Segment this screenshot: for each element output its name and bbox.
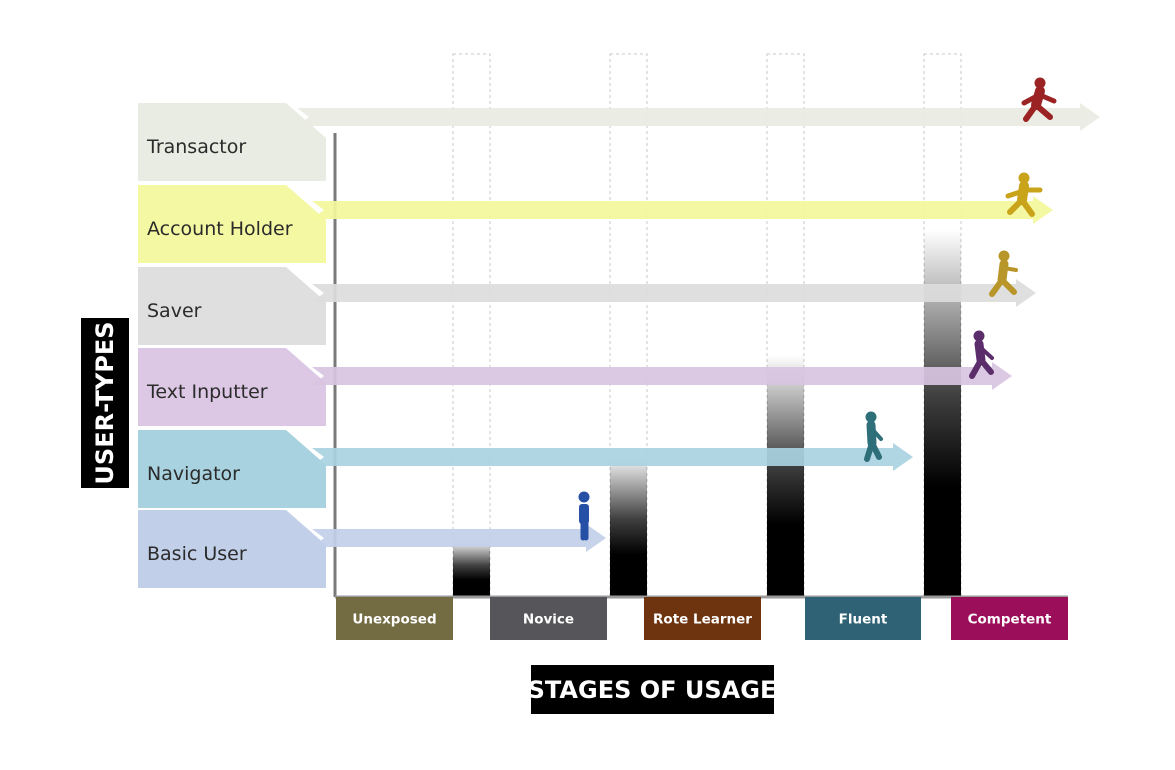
stage-box: Competent bbox=[951, 597, 1068, 640]
progress-arrow bbox=[297, 103, 1100, 131]
stage-label: Unexposed bbox=[352, 612, 436, 628]
stage-column-outline bbox=[452, 53, 491, 598]
user-type-tab-shape bbox=[138, 430, 326, 508]
progress-arrow bbox=[312, 279, 1036, 307]
stage-label: Competent bbox=[968, 612, 1052, 628]
progress-arrow bbox=[312, 443, 913, 471]
user-type-tab: Navigator bbox=[138, 430, 326, 508]
stage-column-outline bbox=[609, 53, 648, 598]
user-type-tab: Basic User bbox=[138, 510, 326, 588]
x-axis-title-box: STAGES OF USAGE bbox=[528, 665, 777, 714]
jogging-figure-icon bbox=[1005, 172, 1043, 217]
user-type-tab-shape bbox=[138, 185, 326, 263]
stage-column-outline bbox=[766, 53, 805, 598]
striding-figure-icon bbox=[989, 250, 1018, 297]
stage-box: Unexposed bbox=[336, 597, 453, 640]
stage-label: Fluent bbox=[839, 612, 888, 628]
stage-box-fill bbox=[336, 597, 453, 640]
progress-arrow bbox=[312, 362, 1012, 390]
stage-step-bar bbox=[453, 540, 490, 597]
x-axis-title: STAGES OF USAGE bbox=[528, 676, 777, 704]
user-type-label: Navigator bbox=[147, 463, 240, 485]
y-axis-title-box: USER-TYPES bbox=[81, 318, 129, 488]
stage-box: Fluent bbox=[805, 597, 921, 640]
stage-box: Novice bbox=[490, 597, 607, 640]
user-type-tab-shape bbox=[138, 510, 326, 588]
stage-box-fill bbox=[644, 597, 761, 640]
stage-box-fill bbox=[490, 597, 607, 640]
user-type-tab: Account Holder bbox=[138, 185, 326, 263]
user-type-tab: Saver bbox=[138, 267, 326, 345]
stage-label: Rote Learner bbox=[653, 612, 752, 628]
stage-box-fill bbox=[805, 597, 921, 640]
user-type-label: Saver bbox=[147, 300, 202, 322]
progress-arrows bbox=[297, 103, 1100, 552]
user-type-tab: Transactor bbox=[138, 103, 326, 181]
user-type-label: Basic User bbox=[147, 543, 247, 565]
user-type-tab: Text Inputter bbox=[138, 348, 326, 426]
walking-fast-figure-icon bbox=[969, 330, 994, 379]
stage-step-bar bbox=[610, 455, 647, 597]
stage-boxes: Unexposed Novice Rote Learner Fluent Compete… bbox=[336, 597, 1068, 640]
running-figure-icon bbox=[1021, 77, 1057, 122]
stage-box-fill bbox=[951, 597, 1068, 640]
stage-label: Novice bbox=[523, 612, 574, 628]
user-type-label: Text Inputter bbox=[146, 381, 268, 403]
walking-figure-icon bbox=[864, 411, 883, 462]
stage-columns bbox=[452, 53, 962, 598]
user-type-label: Account Holder bbox=[147, 218, 293, 240]
user-type-tab-shape bbox=[138, 348, 326, 426]
user-type-tab-shape bbox=[138, 103, 326, 181]
standing-figure-icon bbox=[578, 491, 590, 541]
progress-arrow bbox=[312, 524, 606, 552]
y-axis-title: USER-TYPES bbox=[91, 321, 119, 484]
user-type-label: Transactor bbox=[146, 136, 246, 158]
progress-arrow bbox=[312, 196, 1053, 224]
figures bbox=[578, 77, 1057, 541]
stage-step-bar bbox=[767, 355, 804, 597]
user-type-tab-shape bbox=[138, 267, 326, 345]
stage-box: Rote Learner bbox=[644, 597, 761, 640]
